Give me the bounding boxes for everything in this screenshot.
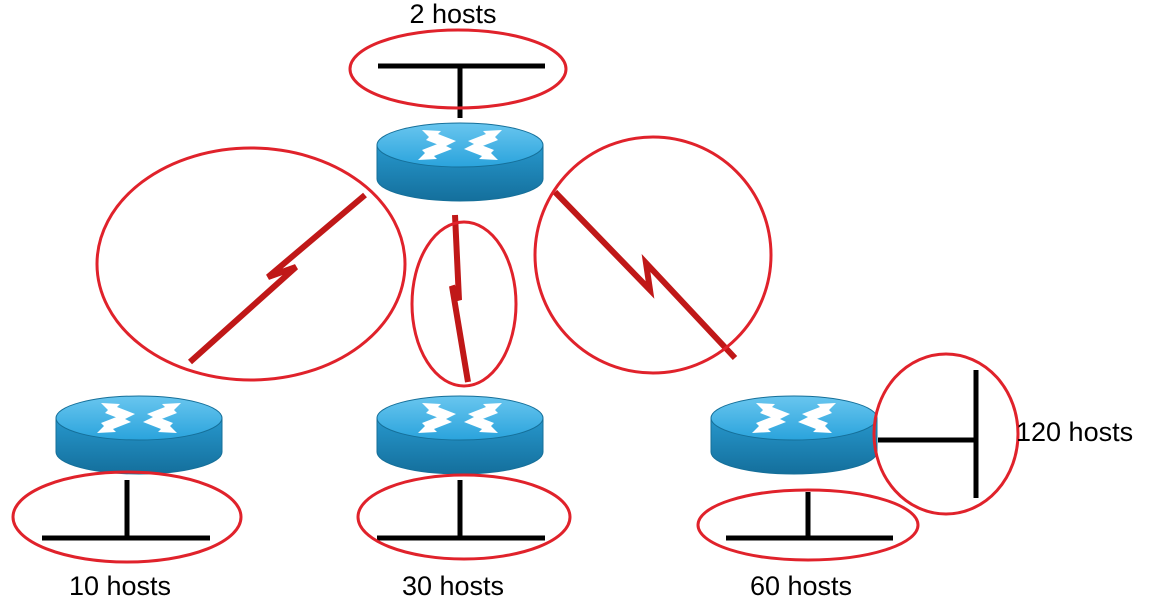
router-icon: [710, 395, 878, 475]
lan-left: [42, 480, 210, 541]
subnet-ellipse-link-right: [533, 135, 773, 375]
label-right-side-hosts: 120 hosts: [1016, 417, 1133, 447]
serial-link-right: [552, 189, 738, 361]
lan-right-side: [878, 370, 979, 498]
router-icon: [376, 122, 544, 202]
lan-top: [378, 63, 545, 118]
label-right-bottom-hosts: 60 hosts: [750, 571, 852, 601]
subnet-ellipse-right-bottom: [696, 488, 920, 562]
subnet-ellipse-top: [348, 28, 568, 110]
router-icon: [376, 395, 544, 475]
label-top-hosts: 2 hosts: [409, 0, 496, 29]
lan-center: [377, 480, 545, 541]
router-icon: [55, 395, 223, 475]
label-left-hosts: 10 hosts: [69, 571, 171, 601]
lan-right-bottom: [726, 492, 893, 541]
subnet-ellipse-left: [11, 470, 243, 564]
serial-link-center: [449, 214, 471, 383]
subnet-ellipse-link-center: [410, 220, 518, 388]
subnet-ellipse-link-left: [95, 146, 407, 382]
serial-link-left: [187, 192, 367, 365]
subnet-ellipse-right-side: [872, 352, 1020, 516]
label-center-hosts: 30 hosts: [402, 571, 504, 601]
subnet-ellipse-center: [356, 473, 572, 561]
